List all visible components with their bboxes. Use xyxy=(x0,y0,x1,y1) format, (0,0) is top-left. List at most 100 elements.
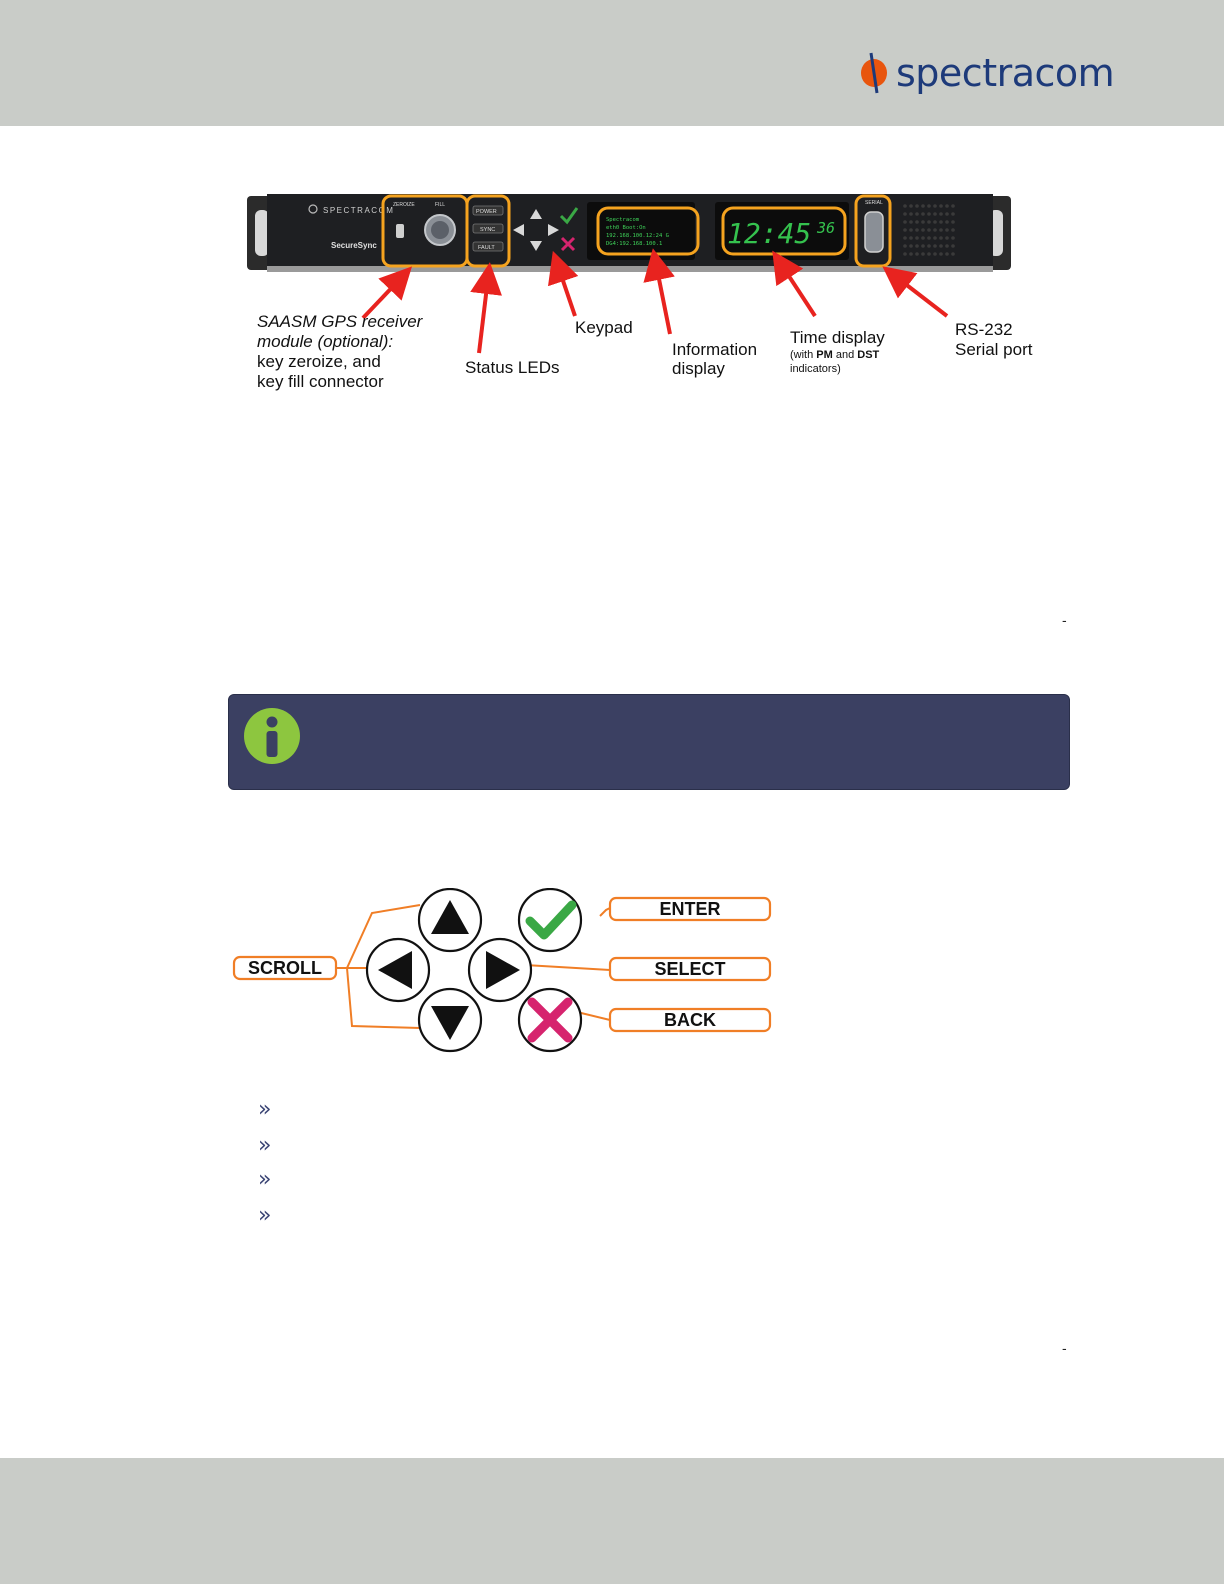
vent-hole xyxy=(903,212,907,216)
vent-hole xyxy=(903,236,907,240)
saasm-callout-line-4: key fill connector xyxy=(257,372,384,392)
device-model-text: SecureSync xyxy=(331,241,377,250)
note-dst: DST xyxy=(857,349,879,361)
brand-name: spectracom xyxy=(896,54,1114,92)
vent-hole xyxy=(909,204,913,208)
vent-hole xyxy=(927,220,931,224)
vent-hole xyxy=(921,252,925,256)
vent-hole xyxy=(933,212,937,216)
vent-hole xyxy=(915,244,919,248)
vent-hole xyxy=(939,220,943,224)
info-display-line-4: DG4:192.168.100.1 xyxy=(606,241,662,247)
info-display-line-2: eth0 Boot:On xyxy=(606,225,646,231)
front-panel-figure: SPECTRACOM SecureSync ZEROIZE FILL POWER… xyxy=(245,188,1045,418)
info-display-arrow xyxy=(656,264,670,334)
time-display-callout: Time display xyxy=(790,328,885,348)
spectracom-logo: spectracom xyxy=(858,48,1114,98)
vent-hole xyxy=(915,252,919,256)
text-dash-mark: - xyxy=(1062,612,1067,628)
vent-hole xyxy=(921,204,925,208)
vent-hole xyxy=(951,204,955,208)
vent-hole xyxy=(909,252,913,256)
status-leds-arrow xyxy=(479,278,488,353)
serial-port-icon xyxy=(865,212,883,252)
bullet-marker-3: » xyxy=(258,1168,271,1192)
bullet-marker-1: » xyxy=(258,1098,271,1122)
rs232-arrow xyxy=(895,276,947,316)
vent-hole xyxy=(909,244,913,248)
vent-hole xyxy=(939,228,943,232)
vent-hole xyxy=(927,236,931,240)
vent-hole xyxy=(951,236,955,240)
note-and: and xyxy=(833,349,857,361)
saasm-callout-line-1: SAASM GPS receiver xyxy=(257,312,422,332)
time-display-callout-note: (with PM and DST xyxy=(790,348,879,362)
vent-hole xyxy=(933,252,937,256)
enter-label: ENTER xyxy=(610,898,770,920)
vent-hole xyxy=(921,220,925,224)
vent-hole xyxy=(939,204,943,208)
fill-text: FILL xyxy=(435,202,445,208)
vent-hole xyxy=(927,244,931,248)
vent-hole xyxy=(933,228,937,232)
saasm-callout-line-3: key zeroize, and xyxy=(257,352,381,372)
left-handle-slot xyxy=(255,210,269,256)
vent-hole xyxy=(903,228,907,232)
vent-hole xyxy=(951,252,955,256)
spectracom-logo-mark-icon xyxy=(858,51,890,95)
information-display-callout-line-2: display xyxy=(672,359,725,379)
vent-hole xyxy=(933,244,937,248)
note-prefix: (with xyxy=(790,349,816,361)
vent-hole xyxy=(909,236,913,240)
vent-hole xyxy=(921,228,925,232)
vent-hole xyxy=(921,236,925,240)
vent-hole xyxy=(933,236,937,240)
info-icon xyxy=(243,707,301,765)
vent-hole xyxy=(903,220,907,224)
fill-connector-inner xyxy=(431,221,449,239)
vent-hole xyxy=(939,212,943,216)
keypad-callout: Keypad xyxy=(575,318,633,338)
vent-hole xyxy=(909,220,913,224)
bullet-marker-2: » xyxy=(258,1134,271,1158)
vent-hole xyxy=(939,244,943,248)
time-display-seconds: 36 xyxy=(816,219,835,237)
vent-hole xyxy=(927,228,931,232)
vent-hole xyxy=(903,244,907,248)
vent-hole xyxy=(951,228,955,232)
vent-hole xyxy=(915,212,919,216)
time-display-callout-note-end: indicators) xyxy=(790,362,841,376)
vent-hole xyxy=(951,220,955,224)
vent-hole xyxy=(945,228,949,232)
zeroize-switch-icon xyxy=(396,224,404,238)
information-display-callout-line-1: Information xyxy=(672,340,757,360)
vent-hole xyxy=(903,204,907,208)
vent-hole xyxy=(945,204,949,208)
select-label: SELECT xyxy=(610,958,770,980)
bullet-marker-4: » xyxy=(258,1204,271,1228)
scroll-label: SCROLL xyxy=(234,957,336,979)
vent-hole xyxy=(945,252,949,256)
vent-hole xyxy=(909,212,913,216)
vent-hole xyxy=(945,212,949,216)
info-display-line-1: Spectracom xyxy=(606,217,640,223)
note-pm: PM xyxy=(816,349,833,361)
rs232-callout-line-2: Serial port xyxy=(955,340,1032,360)
vent-hole xyxy=(945,236,949,240)
vent-hole xyxy=(933,204,937,208)
vent-hole xyxy=(927,204,931,208)
vent-hole xyxy=(909,228,913,232)
status-leds-callout: Status LEDs xyxy=(465,358,560,378)
page-footer xyxy=(0,1458,1224,1584)
keypad-arrow xyxy=(558,266,575,316)
saasm-callout-line-2: module (optional): xyxy=(257,332,393,352)
vent-hole xyxy=(921,212,925,216)
vent-hole xyxy=(939,252,943,256)
vent-hole xyxy=(915,220,919,224)
serial-port-text: SERIAL xyxy=(865,200,883,206)
vent-hole xyxy=(921,244,925,248)
vent-hole xyxy=(903,252,907,256)
vent-hole xyxy=(915,228,919,232)
vent-hole xyxy=(933,220,937,224)
vent-hole xyxy=(951,212,955,216)
